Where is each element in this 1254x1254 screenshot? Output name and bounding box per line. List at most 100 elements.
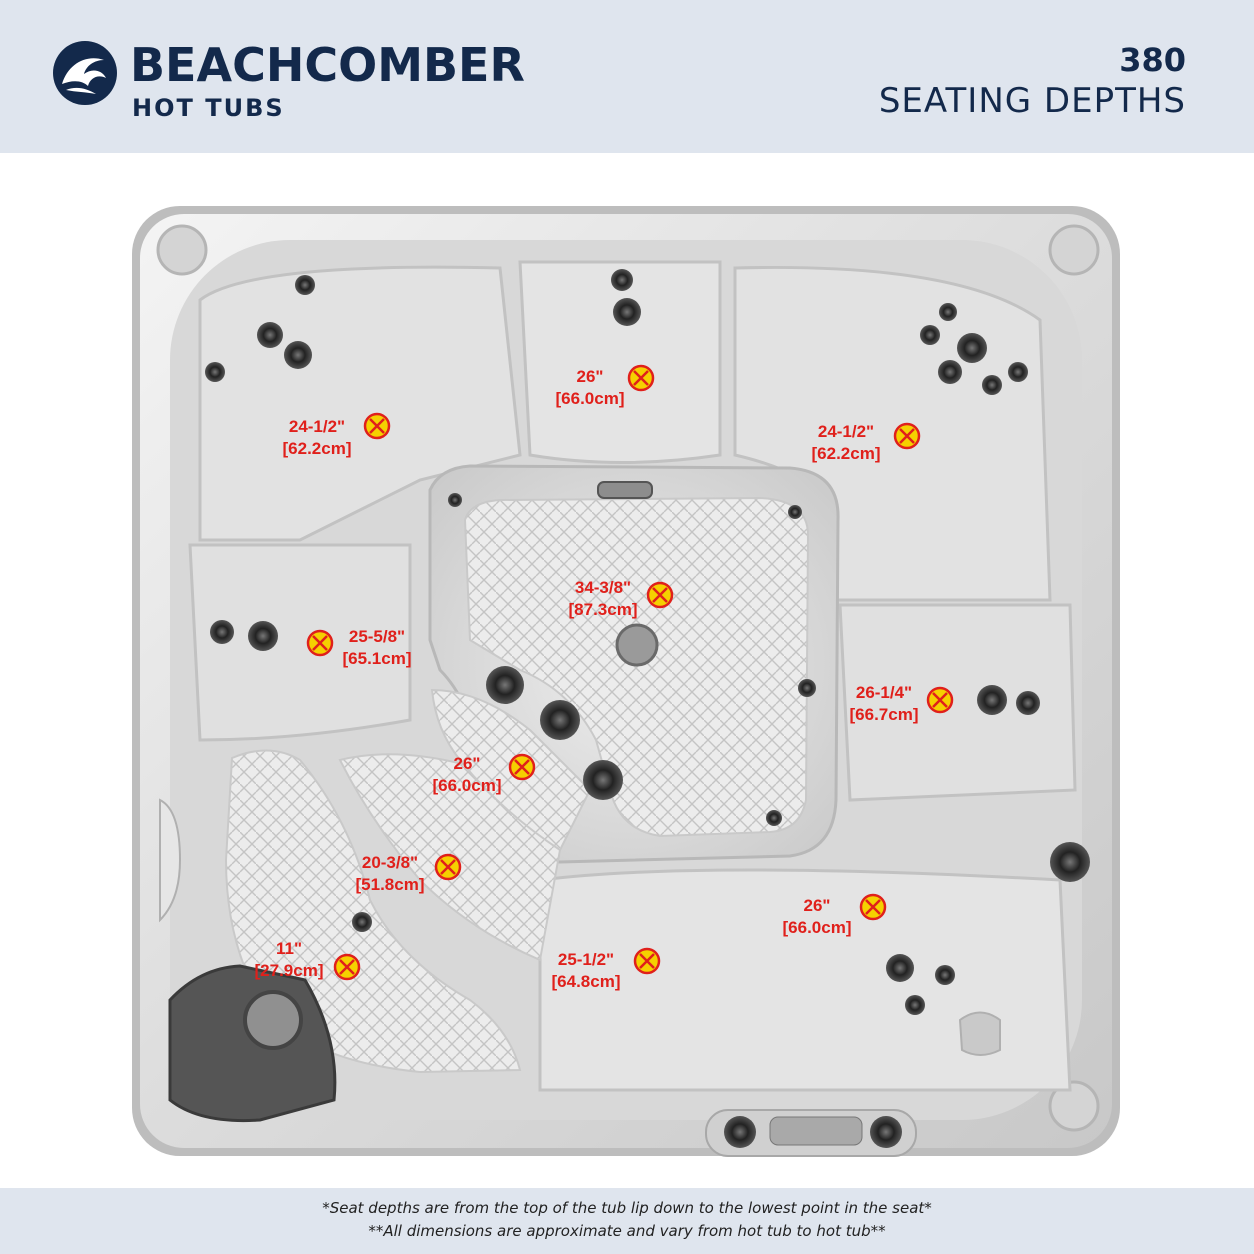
cross-mark-icon [899,428,915,444]
seat-depth-inches: 25-5/8" [349,627,405,646]
footer-band [0,1188,1254,1254]
seat-marker: 26" [66.0cm] [433,753,536,795]
filter-opening [243,990,303,1050]
jet-icon [788,505,802,519]
cross-mark-icon [932,692,948,708]
control-jet-icon [724,1116,756,1148]
seat-depth-metric: [64.8cm] [552,972,621,991]
jet-icon [920,325,940,345]
control-panel [769,1116,863,1146]
jet-icon [486,666,524,704]
jet-icon [957,333,987,363]
seat-depth-metric: [66.7cm] [850,705,919,724]
seat-bottom [538,868,1072,1092]
jet-icon [977,685,1007,715]
jet-icon [1050,842,1090,882]
cupholder-bottom-right [1048,1080,1100,1132]
seat-depth-inches: 24-1/2" [818,422,874,441]
cross-mark-icon [514,759,530,775]
seat-depth-inches: 34-3/8" [575,578,631,597]
jet-icon [284,341,312,369]
seat-depth-inches: 26" [577,367,604,386]
jet-icon [205,362,225,382]
seat-depth-inches: 26-1/4" [856,683,912,702]
seat-depth-inches: 24-1/2" [289,417,345,436]
cross-mark-icon [633,370,649,386]
jet-icon [935,965,955,985]
seat-depth-metric: [62.2cm] [812,444,881,463]
cupholder-top-left [156,224,208,276]
seat-depth-metric: [66.0cm] [556,389,625,408]
jet-icon [939,303,957,321]
seat-depth-inches: 26" [804,896,831,915]
seat-depth-markers: 26" [66.0cm] 24-1/2" [62.2cm] 24-1/2" [62.2cm… [255,364,954,991]
brand-name: BEACHCOMBER [130,38,525,92]
seat-left [188,543,412,742]
footnote-seat-depths: *Seat depths are from the top of the tub… [322,1199,932,1217]
seat-marker: 25-1/2" [64.8cm] [552,947,661,991]
jet-icon [1016,691,1040,715]
seat-marker: 25-5/8" [65.1cm] [306,627,412,668]
jet-icon [352,912,372,932]
filter-lid [168,964,337,1123]
seat-depth-metric: [66.0cm] [433,776,502,795]
jet-icon [982,375,1002,395]
seat-depth-metric: [87.3cm] [569,600,638,619]
seat-marker: 24-1/2" [62.2cm] [283,412,391,458]
step-recess [958,1011,1001,1056]
jet-icon [1008,362,1028,382]
seat-depth-inches: 20-3/8" [362,853,418,872]
seat-depth-inches: 11" [276,939,302,958]
seat-depth-metric: [66.0cm] [783,918,852,937]
seat-marker: 26" [66.0cm] [556,364,655,408]
seat-marker: 11" [27.9cm] [255,939,361,981]
cross-mark-icon [440,859,456,875]
seat-depth-inches: 25-1/2" [558,950,614,969]
cross-mark-icon [369,418,385,434]
jet-icon [611,269,633,291]
seat-marker: 34-3/8" [87.3cm] [569,578,674,619]
seat-depth-inches: 26" [454,754,481,773]
cross-mark-icon [865,899,881,915]
seat-depth-metric: [62.2cm] [283,439,352,458]
seat-marker: 24-1/2" [62.2cm] [812,422,921,463]
seat-top-center [518,260,722,464]
drain-icon [615,623,659,667]
light-fixture [597,481,653,499]
hot-tub-diagram: 26" [66.0cm] 24-1/2" [62.2cm] 24-1/2" [62.2cm… [132,206,1120,1157]
jet-icon [613,298,641,326]
seat-depth-metric: [65.1cm] [343,649,412,668]
cross-mark-icon [639,953,655,969]
jet-icon [295,275,315,295]
jet-icon [905,995,925,1015]
seat-marker: 26-1/4" [66.7cm] [850,683,954,724]
jet-icon [248,621,278,651]
footnote-approximate: **All dimensions are approximate and var… [368,1222,886,1240]
cross-mark-icon [312,635,328,651]
seat-depth-metric: [27.9cm] [255,961,324,980]
jet-icon [886,954,914,982]
jet-icon [257,322,283,348]
brand-subtitle: HOT TUBS [132,94,285,122]
jet-icon [938,360,962,384]
jet-icon [540,700,580,740]
jet-icon [448,493,462,507]
control-jet-icon [870,1116,902,1148]
seat-right [838,603,1077,802]
cross-mark-icon [339,959,355,975]
cross-mark-icon [652,587,668,603]
wave-logo-icon [53,41,117,105]
jets [205,269,1090,1015]
page-title: SEATING DEPTHS [878,81,1186,121]
header-band: BEACHCOMBER HOT TUBS 380 SEATING DEPTHS [0,0,1254,153]
jet-icon [210,620,234,644]
jet-icon [798,679,816,697]
grab-handle [159,798,182,923]
jet-icon [766,810,782,826]
model-number: 380 [1119,41,1186,79]
seat-depth-metric: [51.8cm] [356,875,425,894]
seat-marker: 26" [66.0cm] [783,893,887,937]
jet-icon [583,760,623,800]
cupholder-top-right [1048,224,1100,276]
seat-marker: 20-3/8" [51.8cm] [356,853,462,894]
